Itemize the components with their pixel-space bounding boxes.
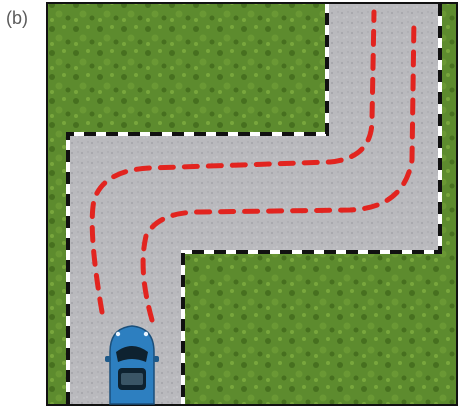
car-icon [105, 326, 159, 404]
